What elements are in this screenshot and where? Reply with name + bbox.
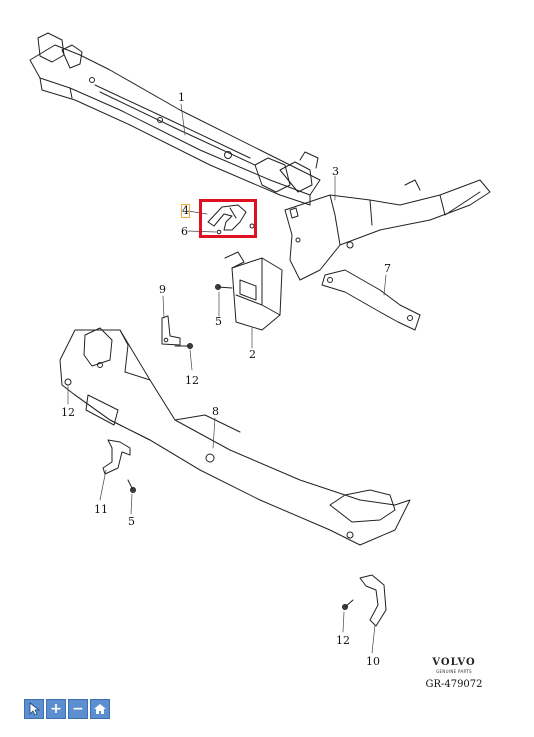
genuine-parts-label: GENUINE PARTS — [436, 669, 472, 674]
callout-12-mid: 12 — [185, 374, 199, 387]
zoom-toolbar: + − — [24, 699, 110, 719]
callout-3: 3 — [332, 165, 339, 178]
bracket-part-10 — [359, 574, 387, 627]
volvo-logo: VOLVO — [432, 657, 476, 668]
callout-4: 4 — [182, 204, 189, 217]
callout-5-upper: 5 — [215, 315, 222, 328]
strut-part-7 — [321, 269, 421, 331]
home-icon — [94, 704, 106, 714]
home-button[interactable] — [90, 699, 110, 719]
zoom-out-button[interactable]: − — [68, 699, 88, 719]
zoom-in-button[interactable]: + — [46, 699, 66, 719]
clip-part-9 — [161, 315, 181, 346]
callout-7: 7 — [384, 262, 391, 275]
callout-9: 9 — [159, 283, 166, 296]
callout-12-bottom: 12 — [336, 634, 350, 647]
bolts — [130, 284, 348, 610]
callout-4-marker — [181, 204, 190, 218]
zoom-in-icon: + — [50, 701, 62, 717]
callout-10: 10 — [366, 655, 380, 668]
callout-8: 8 — [212, 405, 219, 418]
bracket-part-11 — [102, 439, 131, 475]
leader-lines — [67, 103, 387, 654]
bracket-box-part-2 — [224, 251, 283, 331]
callout-5-lower: 5 — [128, 515, 135, 528]
diagram-reference: GR-479072 — [425, 679, 483, 690]
callout-6: 6 — [181, 225, 188, 238]
zoom-out-icon: − — [72, 701, 84, 717]
callout-12-left: 12 — [61, 406, 75, 419]
select-arrow-button[interactable] — [24, 699, 44, 719]
callout-11: 11 — [94, 503, 108, 516]
select-arrow-icon — [29, 702, 40, 716]
upper-crossmember-part-1 — [29, 32, 321, 206]
highlight-box — [199, 199, 257, 238]
side-bracket-part-3 — [284, 179, 491, 281]
lower-crossmember-part-8 — [59, 327, 411, 546]
callout-1: 1 — [178, 91, 185, 104]
callout-2: 2 — [249, 348, 256, 361]
